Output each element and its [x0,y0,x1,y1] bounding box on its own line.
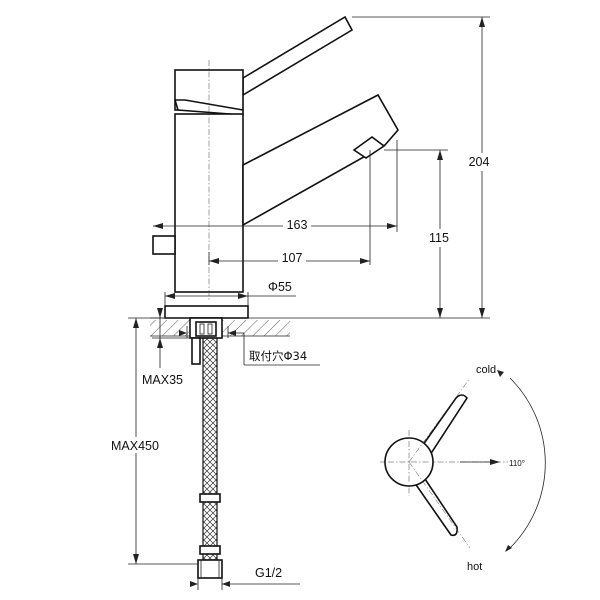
cold-label: cold [476,364,496,376]
counter-hatch-right [222,320,290,336]
supply-hose [202,337,218,561]
dim-mount-hole: 取付穴Φ34 [249,349,307,363]
dimension-lines: 204 115 163 107 Φ55 [104,16,496,590]
dim-height-total: 204 [469,155,490,169]
dim-body-diameter: Φ55 [268,280,292,294]
dim-thread: G1/2 [255,566,282,580]
aerator [352,136,386,159]
hot-label: hot [467,561,482,573]
hot-lever [411,468,458,537]
spout [242,93,399,227]
threaded-rod [191,337,201,365]
base-flange [164,305,249,319]
dim-max-thickness: MAX35 [142,373,183,387]
dim-hose-length: MAX450 [111,439,159,453]
dim-spout-height: 115 [429,231,449,245]
hose-ferrule-low [199,545,221,555]
cold-lever [416,394,468,460]
faucet-elevation [150,15,490,579]
dim-spout-reach: 163 [287,218,308,232]
side-knob [152,235,176,255]
hose-ferrule-mid [199,493,221,503]
mount-nut [195,321,217,337]
rotation-arc [509,377,546,549]
angle-label: 110° [509,459,525,468]
dim-spout-offset: 107 [282,251,303,265]
handle-plan-view: cold hot 110° [380,364,546,573]
lever-handle [242,15,354,97]
hose-fitting [197,559,223,579]
